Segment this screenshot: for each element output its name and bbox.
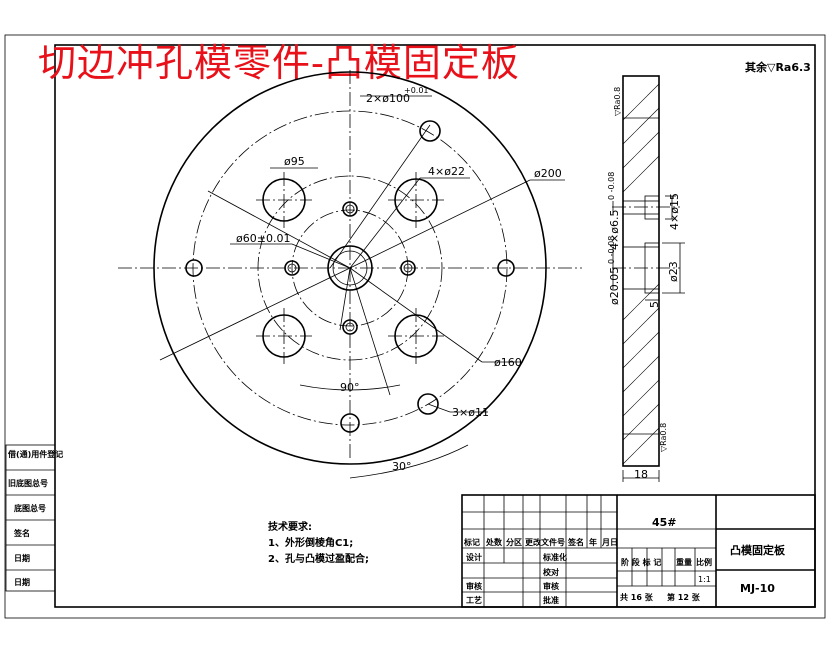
tech-requirements: 技术要求: 1、外形倒棱角C1; 2、孔与凸模过盈配合; <box>268 520 369 565</box>
tb-standardize: 标准化 <box>542 552 567 562</box>
dim-two-holes-tol: +0.01 <box>404 86 429 95</box>
tb-process: 工艺 <box>466 595 482 605</box>
dim-counterbore-center: ø23 <box>667 261 680 282</box>
left-col-2: 底图总号 <box>13 503 46 513</box>
tb-header-6: 月 <box>601 538 610 547</box>
title-block: 标记 处数 分区 更改文件号 签名 年 月 日 设计 标准化 校对 审核 审核 … <box>461 494 816 608</box>
tb-drawing-no: MJ-10 <box>740 582 775 595</box>
roughness-note: 其余▽Ra6.3 <box>745 60 811 74</box>
tb-scale: 比例 <box>696 557 712 567</box>
front-view: 2×ø100 +0.01 ø95 4×ø22 ø200 ø60±0.01 ø16… <box>118 70 582 479</box>
dim-hole-4x-tol: 0 -0.08 <box>607 172 616 200</box>
dim-center-bore-tol: 0 -0.08 <box>607 236 616 264</box>
tb-header-5: 年 <box>589 537 597 547</box>
outer-circle <box>153 71 547 465</box>
tb-header-2: 分区 <box>506 537 522 547</box>
tb-proofread: 校对 <box>543 567 559 577</box>
left-column: 借(通)用件登记 旧底图总号 底图总号 签名 日期 日期 <box>5 444 63 592</box>
tb-stage-mark: 阶 段 标 记 <box>621 557 661 567</box>
drawing-title: 切边冲孔模零件-凸模固定板 <box>38 41 520 85</box>
left-col-3: 签名 <box>13 528 30 538</box>
dim-ra-bottom: ▽Ra0.8 <box>659 423 668 452</box>
dim-ra-top: ▽Ra0.8 <box>613 87 622 116</box>
inner-circle <box>291 209 409 327</box>
tb-approve: 批准 <box>543 595 559 605</box>
dim-small-holes: 4×ø22 <box>428 165 465 178</box>
tech-item-1: 1、外形倒棱角C1; <box>268 536 353 549</box>
dim-center-tol: ø60±0.01 <box>236 232 290 245</box>
dim-three-holes: 3×ø11 <box>452 406 489 419</box>
tb-header-0: 标记 <box>463 537 480 547</box>
left-col-0: 借(通)用件登记 <box>7 449 63 459</box>
large-holes <box>256 172 444 364</box>
dim-large-holes: ø95 <box>284 155 305 168</box>
leaders <box>159 95 565 479</box>
dim-outer-diameter: ø200 <box>534 167 562 180</box>
dim-center-bore: ø20.05 <box>608 267 621 305</box>
dim-two-holes: 2×ø100 <box>366 92 410 105</box>
section-view: ▽Ra0.8 ▽Ra0.8 4×ø6.5 0 -0.08 4×ø15 ø20.0… <box>607 75 685 482</box>
dim-counterbore-4x: 4×ø15 <box>668 193 681 230</box>
tb-weight: 重量 <box>676 557 692 567</box>
center-hole <box>327 245 373 291</box>
tech-heading: 技术要求: <box>268 520 312 533</box>
tb-material: 45# <box>652 516 677 529</box>
tb-design: 设计 <box>466 552 482 562</box>
mid-circle <box>257 175 443 361</box>
tb-header-4: 签名 <box>567 537 584 547</box>
tb-total-sheets: 共 16 张 <box>620 592 654 602</box>
tech-item-2: 2、孔与凸模过盈配合; <box>268 552 369 565</box>
bolt-holes <box>185 120 515 433</box>
hatch-pattern <box>622 83 660 465</box>
small-holes <box>284 201 416 335</box>
bolt-circle <box>192 110 508 426</box>
tb-header-7: 日 <box>610 538 618 547</box>
left-col-1: 旧底图总号 <box>8 478 48 488</box>
tb-part-name: 凸模固定板 <box>730 543 786 557</box>
outer-frame <box>4 34 826 619</box>
inner-frame <box>54 44 816 608</box>
tb-sheet-no: 第 12 张 <box>667 592 701 602</box>
left-col-4: 日期 <box>14 553 30 563</box>
left-col-5: 日期 <box>14 577 30 587</box>
tb-scale-value: 1:1 <box>698 575 711 584</box>
center-hole-inner <box>332 250 368 286</box>
tb-audit: 审核 <box>466 581 482 591</box>
tb-audit2: 审核 <box>543 581 559 591</box>
tb-header-1: 处数 <box>485 537 503 547</box>
dim-hole-4x: 4×ø6.5 <box>608 210 621 250</box>
dim-angle-30: 30° <box>392 460 412 473</box>
dim-depth: 5 <box>648 301 661 308</box>
tb-header-3: 更改文件号 <box>525 537 565 547</box>
dim-angle-90: 90° <box>340 381 360 394</box>
dim-thickness: 18 <box>634 468 648 481</box>
dim-bolt-circle: ø160 <box>494 356 522 369</box>
